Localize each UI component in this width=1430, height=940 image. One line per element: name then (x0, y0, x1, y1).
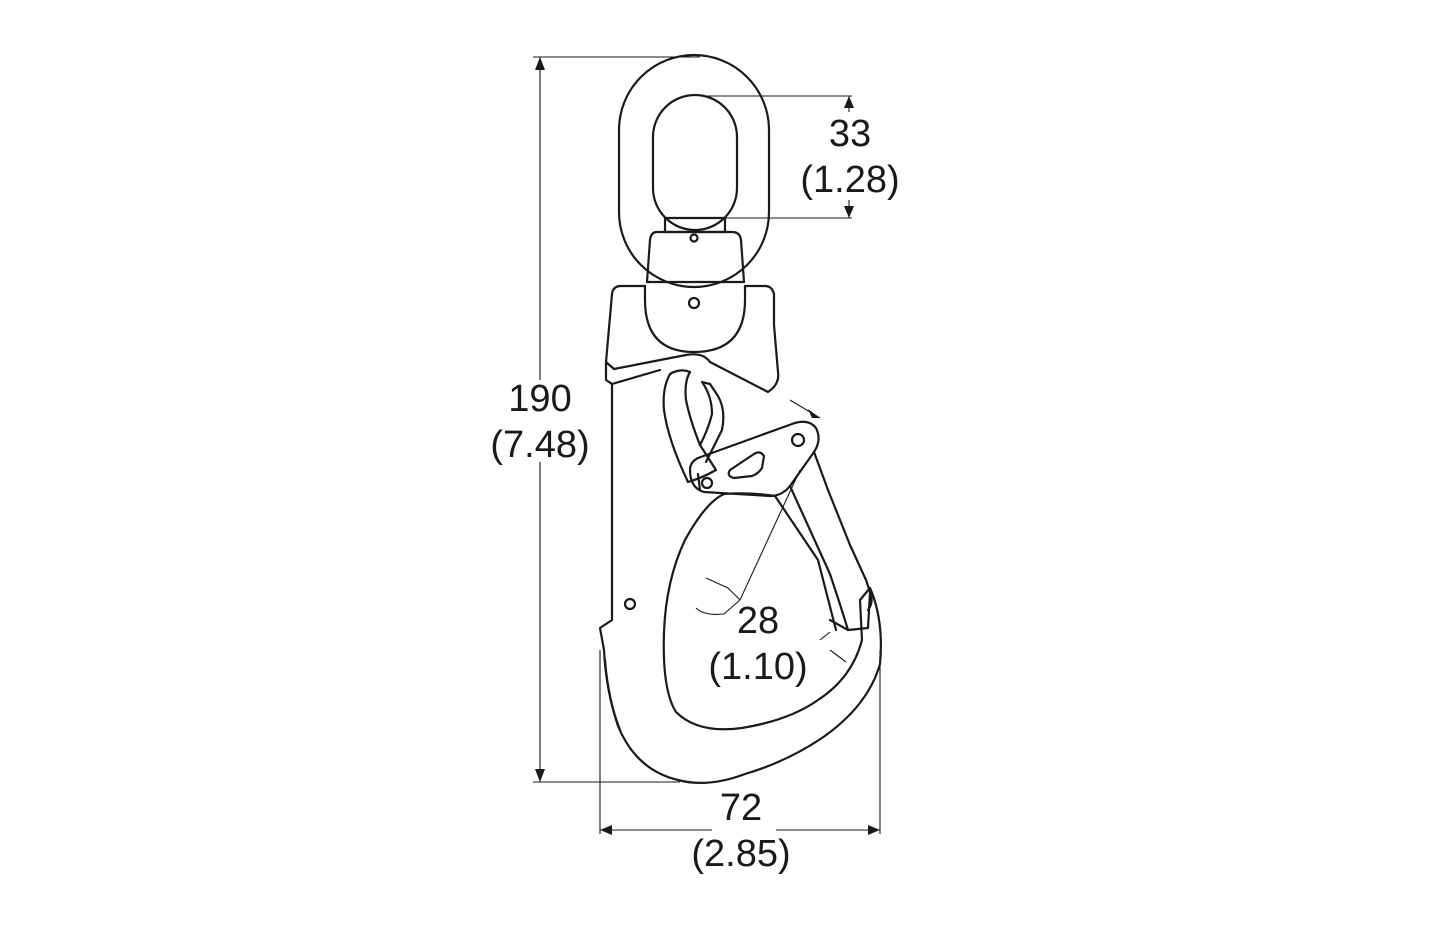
eye-opening-dimension-label: 33 (1.28) (770, 111, 930, 203)
gate-opening-dimension-label: 28 (1.10) (678, 598, 838, 690)
gate (688, 420, 873, 632)
gate-opening-mm: 28 (736, 600, 780, 642)
eye-opening-mm: 33 (828, 113, 872, 155)
height-dimension-label: 190 (7.48) (460, 376, 620, 468)
swivel-base (643, 284, 747, 354)
width-inch: (2.85) (691, 833, 791, 875)
swivel-eye (617, 53, 771, 289)
gate-opening-inch: (1.10) (708, 646, 808, 688)
hook-body (598, 284, 882, 784)
height-inch: (7.48) (490, 424, 590, 466)
eye-opening-inch: (1.28) (800, 159, 900, 201)
width-dimension-label: 72 (2.85) (661, 785, 821, 877)
dimension-lines (533, 56, 881, 834)
width-mm: 72 (719, 787, 763, 829)
height-mm: 190 (508, 378, 572, 420)
dimension-arrowheads (535, 57, 880, 835)
